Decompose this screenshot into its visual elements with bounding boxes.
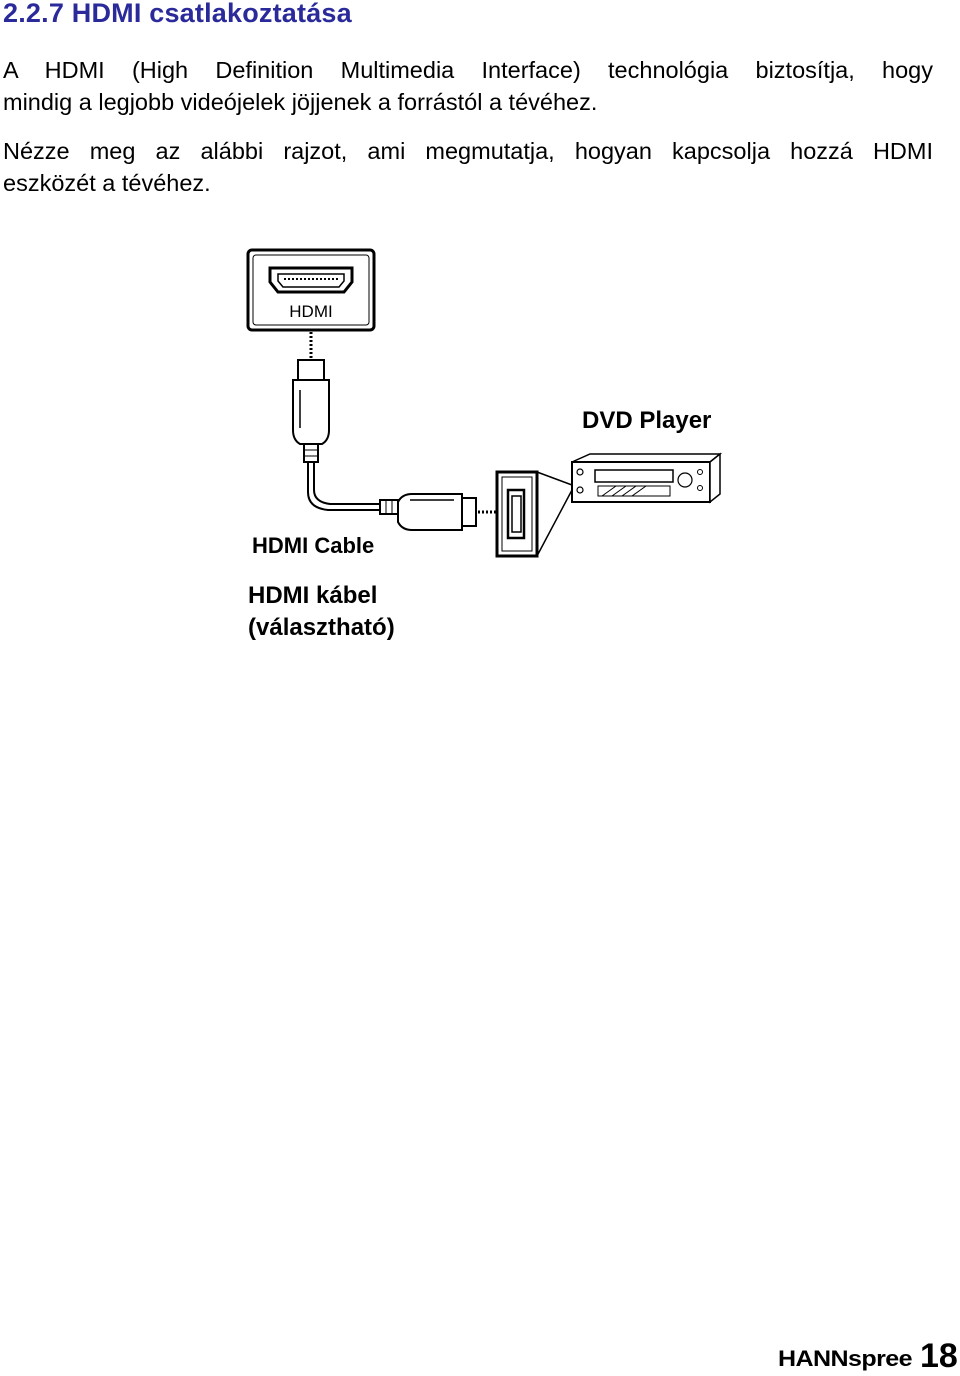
hannspree-logo: HANNspree: [778, 1346, 913, 1371]
instruction-line-2: eszközét a tévéhez.: [3, 170, 211, 196]
tv-hdmi-port: HDMI: [246, 248, 376, 332]
hdmi-plug-device-side: [379, 493, 477, 531]
intro-paragraph: A HDMI (High Definition Multimedia Inter…: [3, 54, 933, 118]
intro-line-1: A HDMI (High Definition Multimedia Inter…: [3, 57, 933, 83]
caption-line-2: (választható): [248, 614, 395, 641]
device-label: DVD Player: [582, 407, 711, 434]
hdmi-connection-diagram: HDMI: [240, 240, 740, 580]
section-heading: 2.2.7 HDMI csatlakoztatása: [3, 0, 352, 28]
port-label: HDMI: [289, 302, 332, 321]
dvd-hdmi-socket: [495, 470, 573, 558]
brand-name: HANNspree: [778, 1346, 912, 1371]
instruction-paragraph: Nézze meg az alábbi rajzot, ami megmutat…: [3, 135, 933, 199]
page-number: 18: [920, 1337, 958, 1375]
hdmi-plug-tv-side: [292, 359, 330, 463]
caption-line-1: HDMI kábel: [248, 582, 378, 609]
instruction-line-1: Nézze meg az alábbi rajzot, ami megmutat…: [3, 138, 933, 164]
dvd-player-icon: [571, 452, 723, 504]
intro-line-2: mindig a legjobb videójelek jöjjenek a f…: [3, 89, 598, 115]
cable-label: HDMI Cable: [252, 533, 374, 558]
cable-caption: HDMI kábel (választható): [248, 580, 395, 644]
